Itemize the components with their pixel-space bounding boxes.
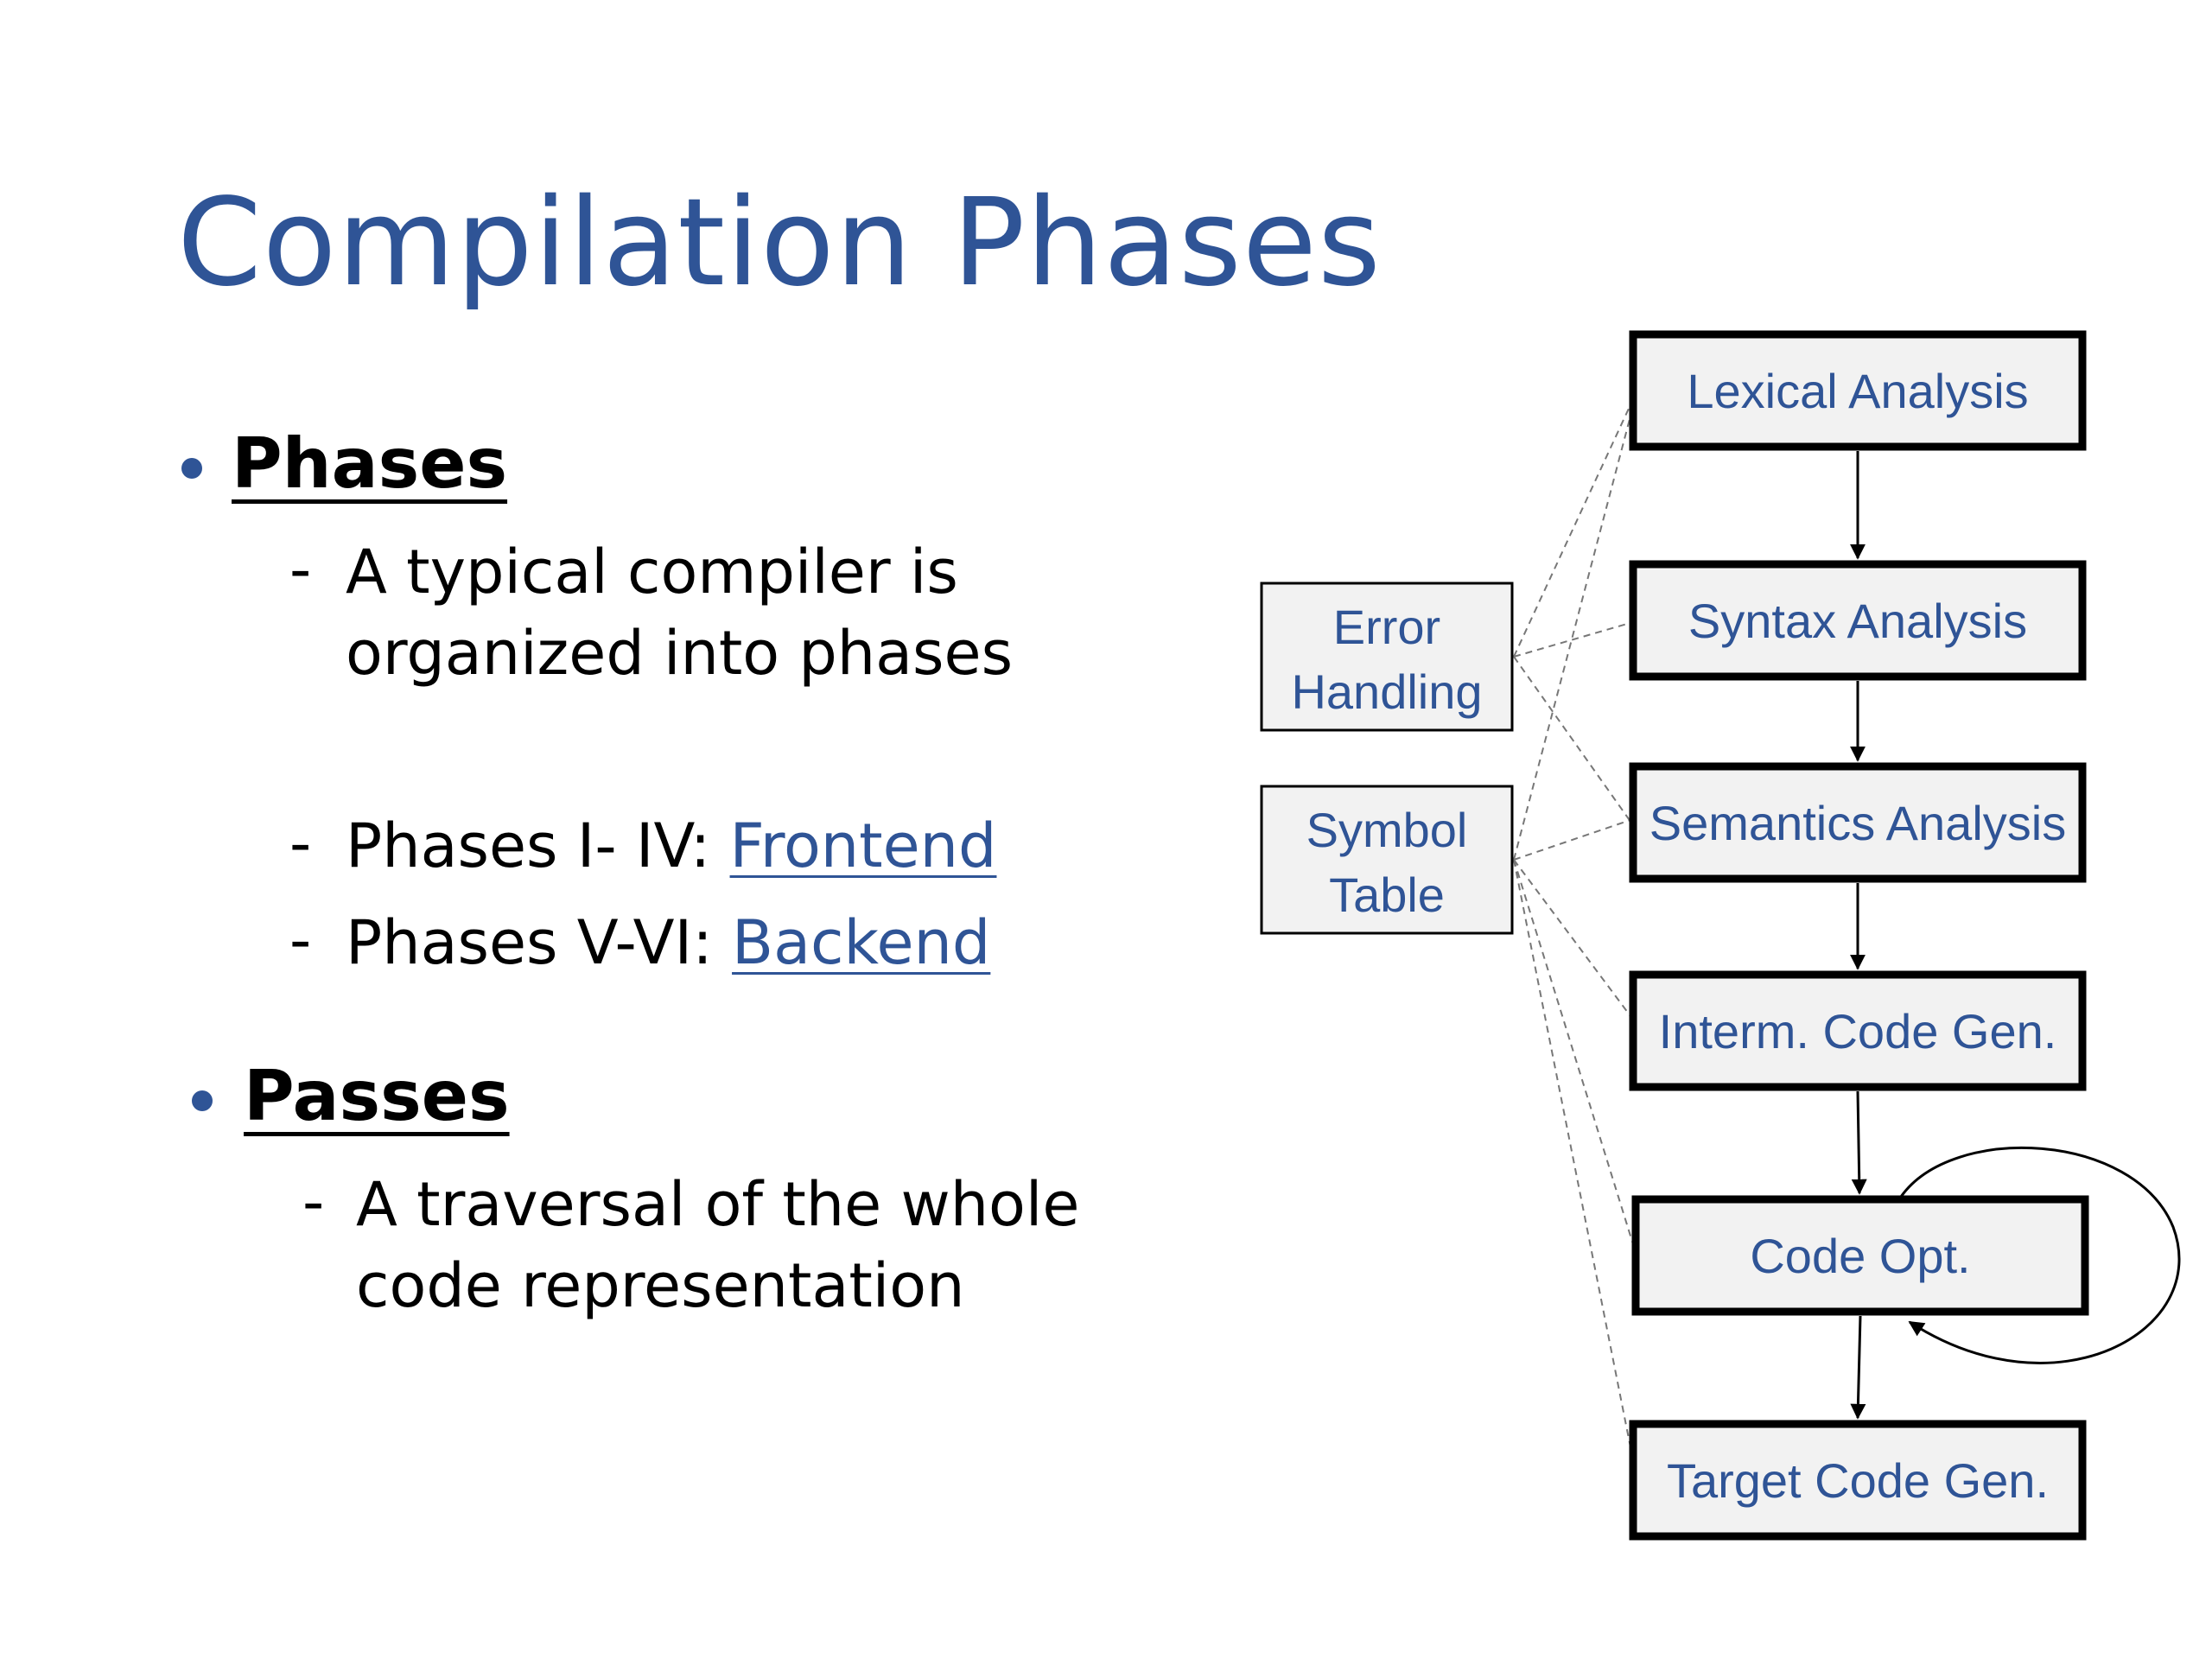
pipeline-box-interm: Interm. Code Gen.: [1629, 970, 2087, 1091]
phases-frontend-prefix: Phases I- IV:: [346, 810, 730, 881]
phases-frontend-line: Phases I- IV: Frontend: [346, 805, 996, 887]
passes-description-line2: code representation: [356, 1250, 965, 1321]
pipeline-label-target: Target Code Gen.: [1667, 1453, 2049, 1508]
error-handling-label-line2: Handling: [1291, 664, 1482, 719]
phases-backend-prefix: Phases V-VI:: [346, 907, 733, 978]
pipeline-box-codeopt: Code Opt.: [1631, 1195, 2089, 1316]
backend-link[interactable]: Backend: [732, 907, 991, 978]
dash-marker: -: [289, 534, 312, 605]
codeopt-self-loop-arrow: [1899, 1146, 2181, 1364]
frontend-link[interactable]: Frontend: [729, 810, 997, 881]
bullet-dot-passes: [192, 1090, 213, 1111]
symbol-table-box: Symbol Table: [1260, 785, 1514, 935]
connector-error-semantics: [1513, 656, 1634, 826]
connector-error-lexical: [1513, 398, 1634, 658]
pipeline-box-lexical: Lexical Analysis: [1629, 330, 2087, 451]
connector-symbol-target: [1513, 859, 1634, 1461]
pipeline-box-target: Target Code Gen.: [1629, 1420, 2087, 1541]
slide-title: Compilation Phases: [177, 173, 1382, 314]
bullet-dot-phases: [181, 458, 202, 479]
pipeline-label-semantics: Semantics Analysis: [1649, 796, 2066, 850]
dash-marker: -: [289, 905, 312, 976]
connector-symbol-semantics: [1513, 818, 1634, 861]
dash-marker: -: [289, 808, 312, 879]
bullet-phases-heading: Phases: [232, 423, 508, 504]
phases-description-line1: A typical compiler is: [346, 537, 958, 607]
connector-error-syntax: [1513, 621, 1634, 658]
symbol-table-label-line2: Table: [1329, 868, 1445, 922]
pipeline-label-lexical: Lexical Analysis: [1687, 364, 2028, 418]
pipeline-box-semantics: Semantics Analysis: [1629, 762, 2087, 883]
error-handling-label-line1: Error: [1333, 600, 1440, 654]
arrow-codeopt-target: [1850, 1315, 1866, 1420]
pipeline-arrows: [1850, 451, 1867, 1420]
dash-marker: -: [302, 1166, 325, 1237]
arrow-interm-codeopt: [1851, 1090, 1867, 1195]
passes-description-line1: A traversal of the whole: [356, 1169, 1080, 1240]
phases-backend-line: Phases V-VI: Backend: [346, 902, 990, 983]
connector-symbol-lexical: [1513, 405, 1634, 861]
connector-symbol-codeopt: [1513, 859, 1634, 1245]
symbol-table-label-line1: Symbol: [1306, 803, 1468, 857]
pipeline-label-syntax: Syntax Analysis: [1688, 594, 2027, 648]
phases-description: A typical compiler is organized into pha…: [346, 531, 1013, 694]
error-handling-box: Error Handling: [1260, 582, 1514, 732]
passes-description: A traversal of the whole code representa…: [356, 1164, 1079, 1326]
dashed-connectors: [1513, 398, 1634, 1461]
pipeline-label-codeopt: Code Opt.: [1750, 1229, 1970, 1283]
pipeline-box-syntax: Syntax Analysis: [1629, 560, 2087, 681]
phases-description-line2: organized into phases: [346, 618, 1014, 689]
bullet-passes-heading: Passes: [244, 1056, 510, 1136]
connector-symbol-interm: [1513, 859, 1634, 1020]
pipeline-label-interm: Interm. Code Gen.: [1659, 1004, 2057, 1058]
